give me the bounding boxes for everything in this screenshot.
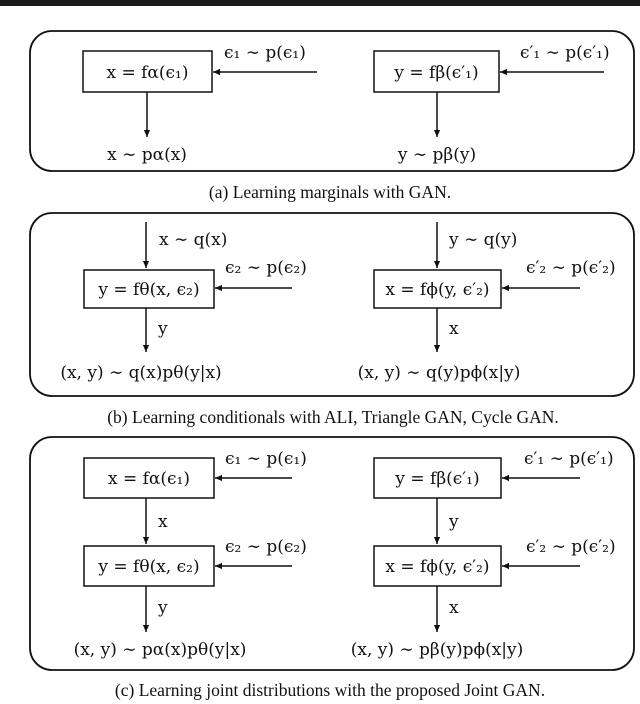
- panel-c-caption: (c) Learning joint distributions with th…: [115, 680, 545, 700]
- panel-c-right-middle-arrow-label: y: [448, 512, 459, 532]
- panel-c-left-generator-label-2: y = fθ(x, ϵ₂): [97, 557, 199, 577]
- panel-a-left-output-label: x ∼ pα(x): [107, 145, 187, 165]
- top-border-line: [0, 0, 640, 6]
- panel-c-left-noise-label-1: ϵ₁ ∼ p(ϵ₁): [225, 449, 307, 469]
- panel-a-left-generator-box: [82, 50, 213, 93]
- panel-c-left-output-label: (x, y) ∼ pα(x)pθ(y|x): [74, 640, 247, 660]
- panel-a-frame: [29, 30, 635, 172]
- panel-c-right-generator-box-1: [373, 457, 502, 499]
- panel-c-left-generator-label-1: x = fα(ϵ₁): [108, 469, 190, 489]
- panel-b-left-output-label: (x, y) ∼ q(x)pθ(y|x): [60, 363, 221, 383]
- panel-a-right-generator-box: [373, 50, 500, 93]
- panel-c-right-noise-label-2: ϵ′₂ ∼ p(ϵ′₂): [526, 537, 616, 557]
- panel-c-left-generator-box-2: [83, 545, 215, 587]
- panel-a-right-noise-label: ϵ′₁ ∼ p(ϵ′₁): [520, 43, 610, 63]
- panel-c-right-noise-label-1: ϵ′₁ ∼ p(ϵ′₁): [524, 449, 614, 469]
- panel-b-left-input-label: x ∼ q(x): [159, 230, 227, 250]
- panel-c-left-arrow-label: y: [157, 598, 168, 618]
- panel-b-left-generator-label: y = fθ(x, ϵ₂): [97, 280, 199, 300]
- panel-b-frame: [29, 212, 635, 397]
- panel-b-right-input-label: y ∼ q(y): [448, 230, 517, 250]
- panel-b-caption: (b) Learning conditionals with ALI, Tria…: [107, 407, 559, 427]
- panel-c: x = fα(ϵ₁) ϵ₁ ∼ p(ϵ₁) x y = fθ(x, ϵ₂) ϵ₂…: [29, 436, 635, 671]
- panel-a: x = fα(ϵ₁) ϵ₁ ∼ p(ϵ₁) x ∼ pα(x) y = fβ(ϵ…: [29, 30, 635, 172]
- panel-b-right-generator-box: [373, 269, 502, 309]
- panel-c-right-generator-label-1: y = fβ(ϵ′₁): [394, 469, 479, 489]
- panel-c-right-output-label: (x, y) ∼ pβ(y)pϕ(x|y): [351, 640, 524, 660]
- panel-b-right-generator-label: x = fϕ(y, ϵ′₂): [385, 280, 489, 300]
- panel-a-left-generator-label: x = fα(ϵ₁): [106, 63, 188, 83]
- panel-a-left-noise-label: ϵ₁ ∼ p(ϵ₁): [224, 43, 306, 63]
- panel-b-left-arrow-label: y: [157, 319, 168, 339]
- panel-a-caption: (a) Learning marginals with GAN.: [209, 182, 451, 202]
- panel-c-frame: [29, 436, 635, 671]
- panel-c-right-generator-box-2: [373, 545, 502, 587]
- panel-a-right-output-label: y ∼ pβ(y): [397, 145, 476, 165]
- panel-b-right-arrow-label: x: [449, 319, 459, 339]
- panel-c-left-generator-box-1: [83, 457, 215, 499]
- panel-b-right-output-label: (x, y) ∼ q(y)pϕ(x|y): [358, 363, 521, 383]
- panel-b-left-noise-label: ϵ₂ ∼ p(ϵ₂): [225, 258, 307, 278]
- panel-a-right-generator-label: y = fβ(ϵ′₁): [393, 63, 478, 83]
- panel-b-left-generator-box: [83, 269, 215, 309]
- panel-c-left-middle-arrow-label: x: [158, 512, 168, 532]
- panel-c-right-arrow-label: x: [449, 598, 459, 618]
- panel-c-left-noise-label-2: ϵ₂ ∼ p(ϵ₂): [225, 537, 307, 557]
- panel-c-right-generator-label-2: x = fϕ(y, ϵ′₂): [385, 557, 489, 577]
- panel-b-right-noise-label: ϵ′₂ ∼ p(ϵ′₂): [526, 258, 616, 278]
- panel-b: x ∼ q(x) y = fθ(x, ϵ₂) ϵ₂ ∼ p(ϵ₂) y (x, …: [29, 212, 635, 397]
